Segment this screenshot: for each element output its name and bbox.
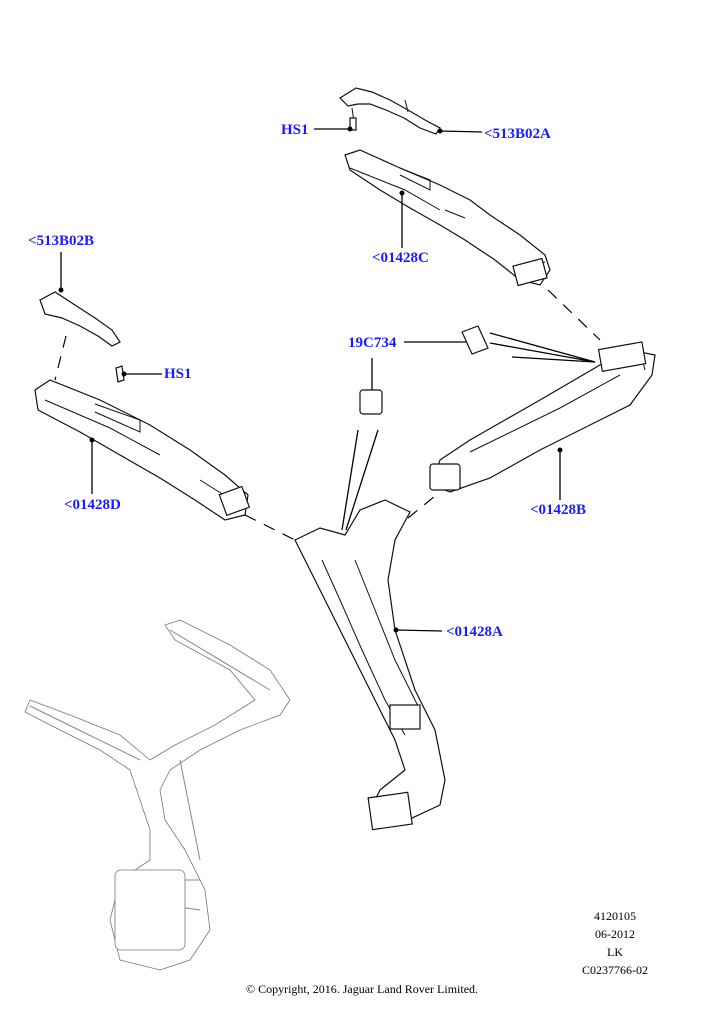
duct-01428d (34, 379, 251, 521)
overview-assembly-thumbnail (24, 619, 291, 971)
bracket-513b02a (339, 87, 441, 135)
callout-01428c[interactable]: <01428C (372, 250, 429, 266)
duct-01428c (344, 149, 551, 287)
callout-hs1-left[interactable]: HS1 (164, 366, 192, 382)
leader-lines (58, 126, 596, 633)
illustrator-initials: LK (607, 945, 623, 959)
callout-513b02b[interactable]: <513B02B (28, 233, 95, 249)
callout-513b02a[interactable]: <513B02A (484, 126, 551, 142)
bracket-513b02b (39, 291, 121, 347)
clip-19c734 (359, 325, 489, 415)
callout-hs1-top[interactable]: HS1 (281, 122, 309, 138)
callout-01428d[interactable]: <01428D (64, 497, 121, 513)
illustration-number: 4120105 (594, 909, 636, 923)
callout-19c734[interactable]: 19C734 (348, 335, 397, 351)
screw-hs1-left (115, 365, 125, 383)
callout-01428b[interactable]: <01428B (530, 502, 587, 518)
callout-01428a[interactable]: <01428A (446, 624, 503, 640)
copyright-notice: © Copyright, 2016. Jaguar Land Rover Lim… (245, 982, 479, 996)
reference-code: C0237766-02 (582, 963, 648, 977)
alignment-dashes (54, 289, 601, 541)
illustration-date: 06-2012 (595, 927, 635, 941)
duct-01428a (294, 499, 446, 831)
duct-01428b (429, 341, 656, 493)
